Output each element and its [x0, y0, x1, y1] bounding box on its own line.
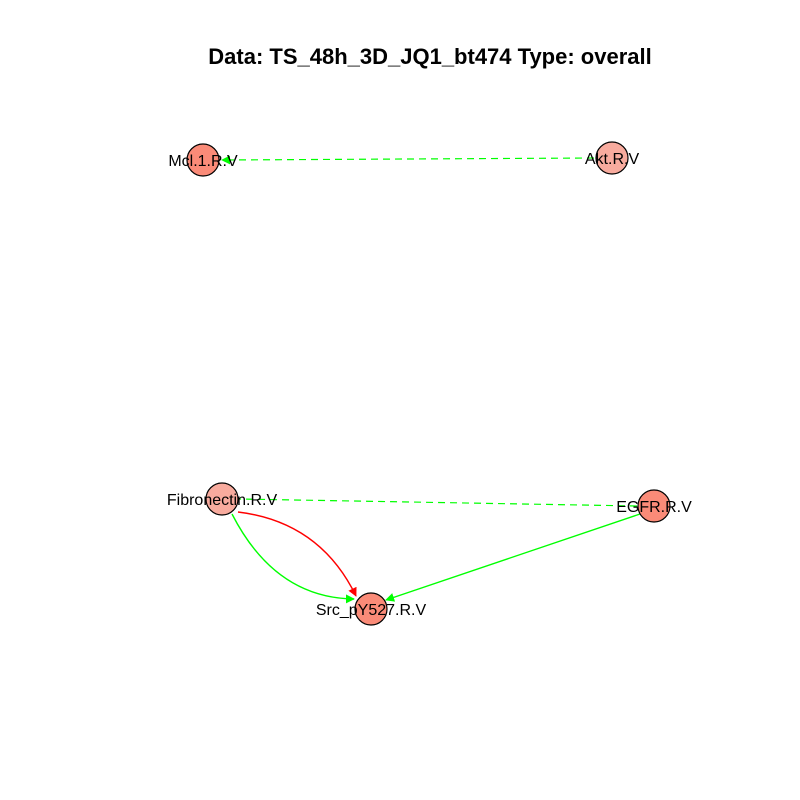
node-src-label: Src_pY527.R.V: [316, 602, 427, 619]
node-mcl1-circle: [186, 143, 220, 177]
nodes-group: Mcl.1.R.V Akt.R.V Fibronectin.R.V EGFR.R…: [167, 141, 692, 626]
node-akt-circle: [595, 141, 629, 175]
node-akt-label: Akt.R.V: [585, 151, 640, 168]
node-src-circle: [354, 592, 388, 626]
node-mcl1[interactable]: Mcl.1.R.V: [168, 143, 238, 177]
node-egfr[interactable]: EGFR.R.V: [616, 489, 692, 523]
node-fibronectin[interactable]: Fibronectin.R.V: [167, 482, 278, 516]
edges-group: [221, 155, 641, 604]
node-fibronectin-label: Fibronectin.R.V: [167, 492, 278, 509]
edge-akt-to-mcl1: [221, 155, 595, 165]
node-src[interactable]: Src_pY527.R.V: [316, 592, 427, 626]
edge-egfr-fibronectin: [238, 498, 638, 507]
page-title: Data: TS_48h_3D_JQ1_bt474 Type: overall: [208, 44, 652, 69]
node-fibronectin-circle: [205, 482, 239, 516]
node-mcl1-label: Mcl.1.R.V: [168, 153, 238, 170]
node-egfr-circle: [637, 489, 671, 523]
edge-egfr-to-src: [385, 513, 641, 602]
edge-fibronectin-to-src-red: [237, 511, 357, 597]
edge-fibronectin-to-src-green: [231, 513, 355, 604]
node-akt[interactable]: Akt.R.V: [585, 141, 640, 175]
node-egfr-label: EGFR.R.V: [616, 499, 692, 516]
